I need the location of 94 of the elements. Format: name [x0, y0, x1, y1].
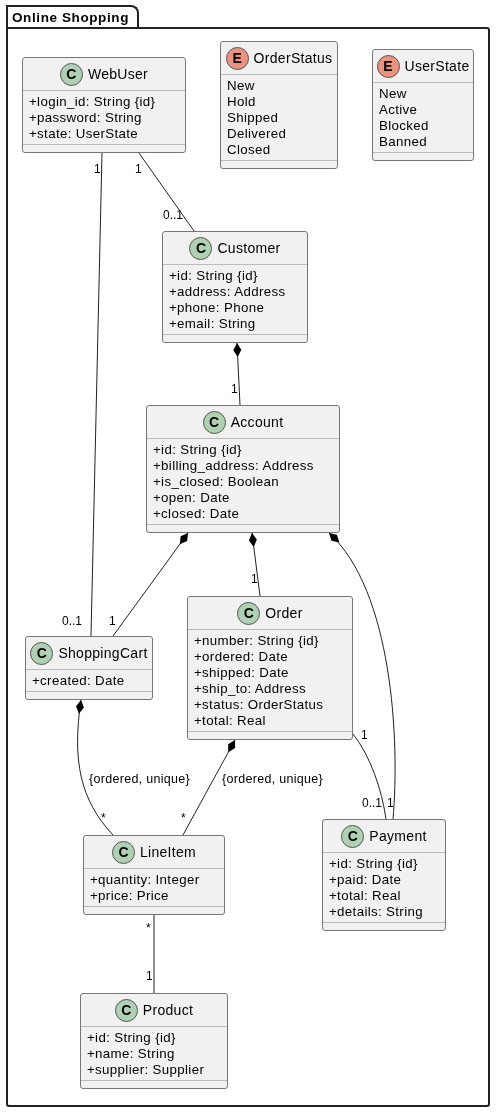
attribute-text: +login_id: String {id}	[29, 94, 157, 110]
attribute-text: +status: OrderStatus	[194, 697, 325, 713]
class-box	[187, 596, 353, 740]
multiplicity-label: 1	[109, 615, 116, 628]
enum-value: Hold	[227, 94, 257, 110]
stereotype-marker: C	[59, 62, 83, 86]
stereotype-marker: E	[225, 46, 249, 70]
composition-line	[182, 739, 236, 836]
class-name: LineItem	[139, 844, 197, 860]
edge-label: {ordered, unique}	[88, 772, 192, 786]
attribute-text: +password: String	[29, 110, 143, 126]
class-box	[83, 835, 225, 915]
attribute-text: +closed: Date	[153, 506, 241, 522]
attribute-text: +shipped: Date	[194, 665, 290, 681]
attribute-text: +paid: Date	[329, 872, 403, 888]
attribute-text: +created: Date	[32, 673, 126, 689]
class-name: WebUser	[87, 66, 149, 82]
class-name: ShoppingCart	[58, 645, 148, 661]
enum-value: Closed	[227, 142, 272, 158]
attribute-text: +total: Real	[329, 888, 402, 904]
attribute-text: +number: String {id}	[194, 633, 320, 649]
association-line	[352, 733, 387, 820]
stereotype-marker: C	[114, 998, 138, 1022]
attribute-text: +open: Date	[153, 490, 231, 506]
class-box	[80, 993, 228, 1089]
multiplicity-label: 1	[387, 797, 394, 810]
attribute-text: +id: String {id}	[87, 1030, 177, 1046]
enum-name: OrderStatus	[253, 50, 333, 66]
composition-line	[233, 342, 242, 406]
multiplicity-label: 1	[94, 163, 101, 176]
stereotype-marker: C	[202, 410, 226, 434]
class-box	[162, 231, 308, 343]
attribute-text: +details: String	[329, 904, 424, 920]
enum-box	[220, 41, 338, 169]
class-box	[322, 819, 446, 931]
attribute-text: +id: String {id}	[169, 268, 259, 284]
class-name: Payment	[369, 828, 427, 844]
attribute-text: +state: UserState	[29, 126, 140, 142]
edge-label: {ordered, unique}	[221, 772, 325, 786]
multiplicity-label: 1	[146, 970, 153, 983]
composition-line	[248, 532, 261, 597]
stereotype-marker: C	[341, 824, 365, 848]
attribute-text: +is_closed: Boolean	[153, 474, 281, 490]
multiplicity-label: *	[101, 812, 106, 825]
enum-value: Active	[379, 102, 419, 118]
stereotype-marker: C	[30, 641, 54, 665]
stereotype-marker: C	[111, 840, 135, 864]
attribute-text: +phone: Phone	[169, 300, 266, 316]
multiplicity-label: *	[181, 812, 186, 825]
stereotype-marker: C	[189, 236, 213, 260]
class-box	[146, 405, 340, 533]
attribute-text: +supplier: Supplier	[87, 1062, 206, 1078]
class-box	[22, 57, 186, 153]
association-line	[153, 914, 155, 994]
attribute-text: +quantity: Integer	[90, 872, 201, 888]
class-name: Order	[265, 605, 303, 621]
multiplicity-label: 0..1	[163, 209, 183, 222]
attribute-text: +email: String	[169, 316, 257, 332]
class-name: Product	[142, 1002, 194, 1018]
class-name: Account	[230, 414, 284, 430]
attribute-text: +ship_to: Address	[194, 681, 308, 697]
enum-value: Blocked	[379, 118, 430, 134]
attribute-text: +name: String	[87, 1046, 176, 1062]
enum-value: Shipped	[227, 110, 280, 126]
class-box	[25, 636, 153, 700]
attribute-text: +address: Address	[169, 284, 287, 300]
attribute-text: +id: String {id}	[329, 856, 419, 872]
composition-line	[112, 532, 189, 637]
multiplicity-label: 1	[135, 163, 142, 176]
enum-value: New	[227, 78, 256, 94]
multiplicity-label: 1	[231, 383, 238, 396]
association-line	[90, 152, 103, 637]
package-title: Online Shopping	[6, 5, 139, 27]
attribute-text: +ordered: Date	[194, 649, 289, 665]
multiplicity-label: 1	[361, 729, 368, 742]
attribute-text: +billing_address: Address	[153, 458, 315, 474]
attribute-text: +price: Price	[90, 888, 170, 904]
enum-box	[372, 49, 474, 161]
composition-line	[328, 532, 396, 820]
association-line	[138, 152, 195, 232]
enum-value: New	[379, 86, 408, 102]
enum-name: UserState	[404, 58, 470, 74]
attribute-text: +total: Real	[194, 713, 267, 729]
stereotype-marker: C	[237, 601, 261, 625]
stereotype-marker: E	[376, 54, 400, 78]
multiplicity-label: 0..1	[62, 615, 82, 628]
attribute-text: +id: String {id}	[153, 442, 243, 458]
multiplicity-label: 1	[251, 573, 258, 586]
enum-value: Delivered	[227, 126, 288, 142]
multiplicity-label: *	[146, 922, 151, 935]
composition-line	[76, 699, 114, 836]
class-name: Customer	[217, 240, 281, 256]
multiplicity-label: 0..1	[362, 797, 382, 810]
enum-value: Banned	[379, 134, 428, 150]
